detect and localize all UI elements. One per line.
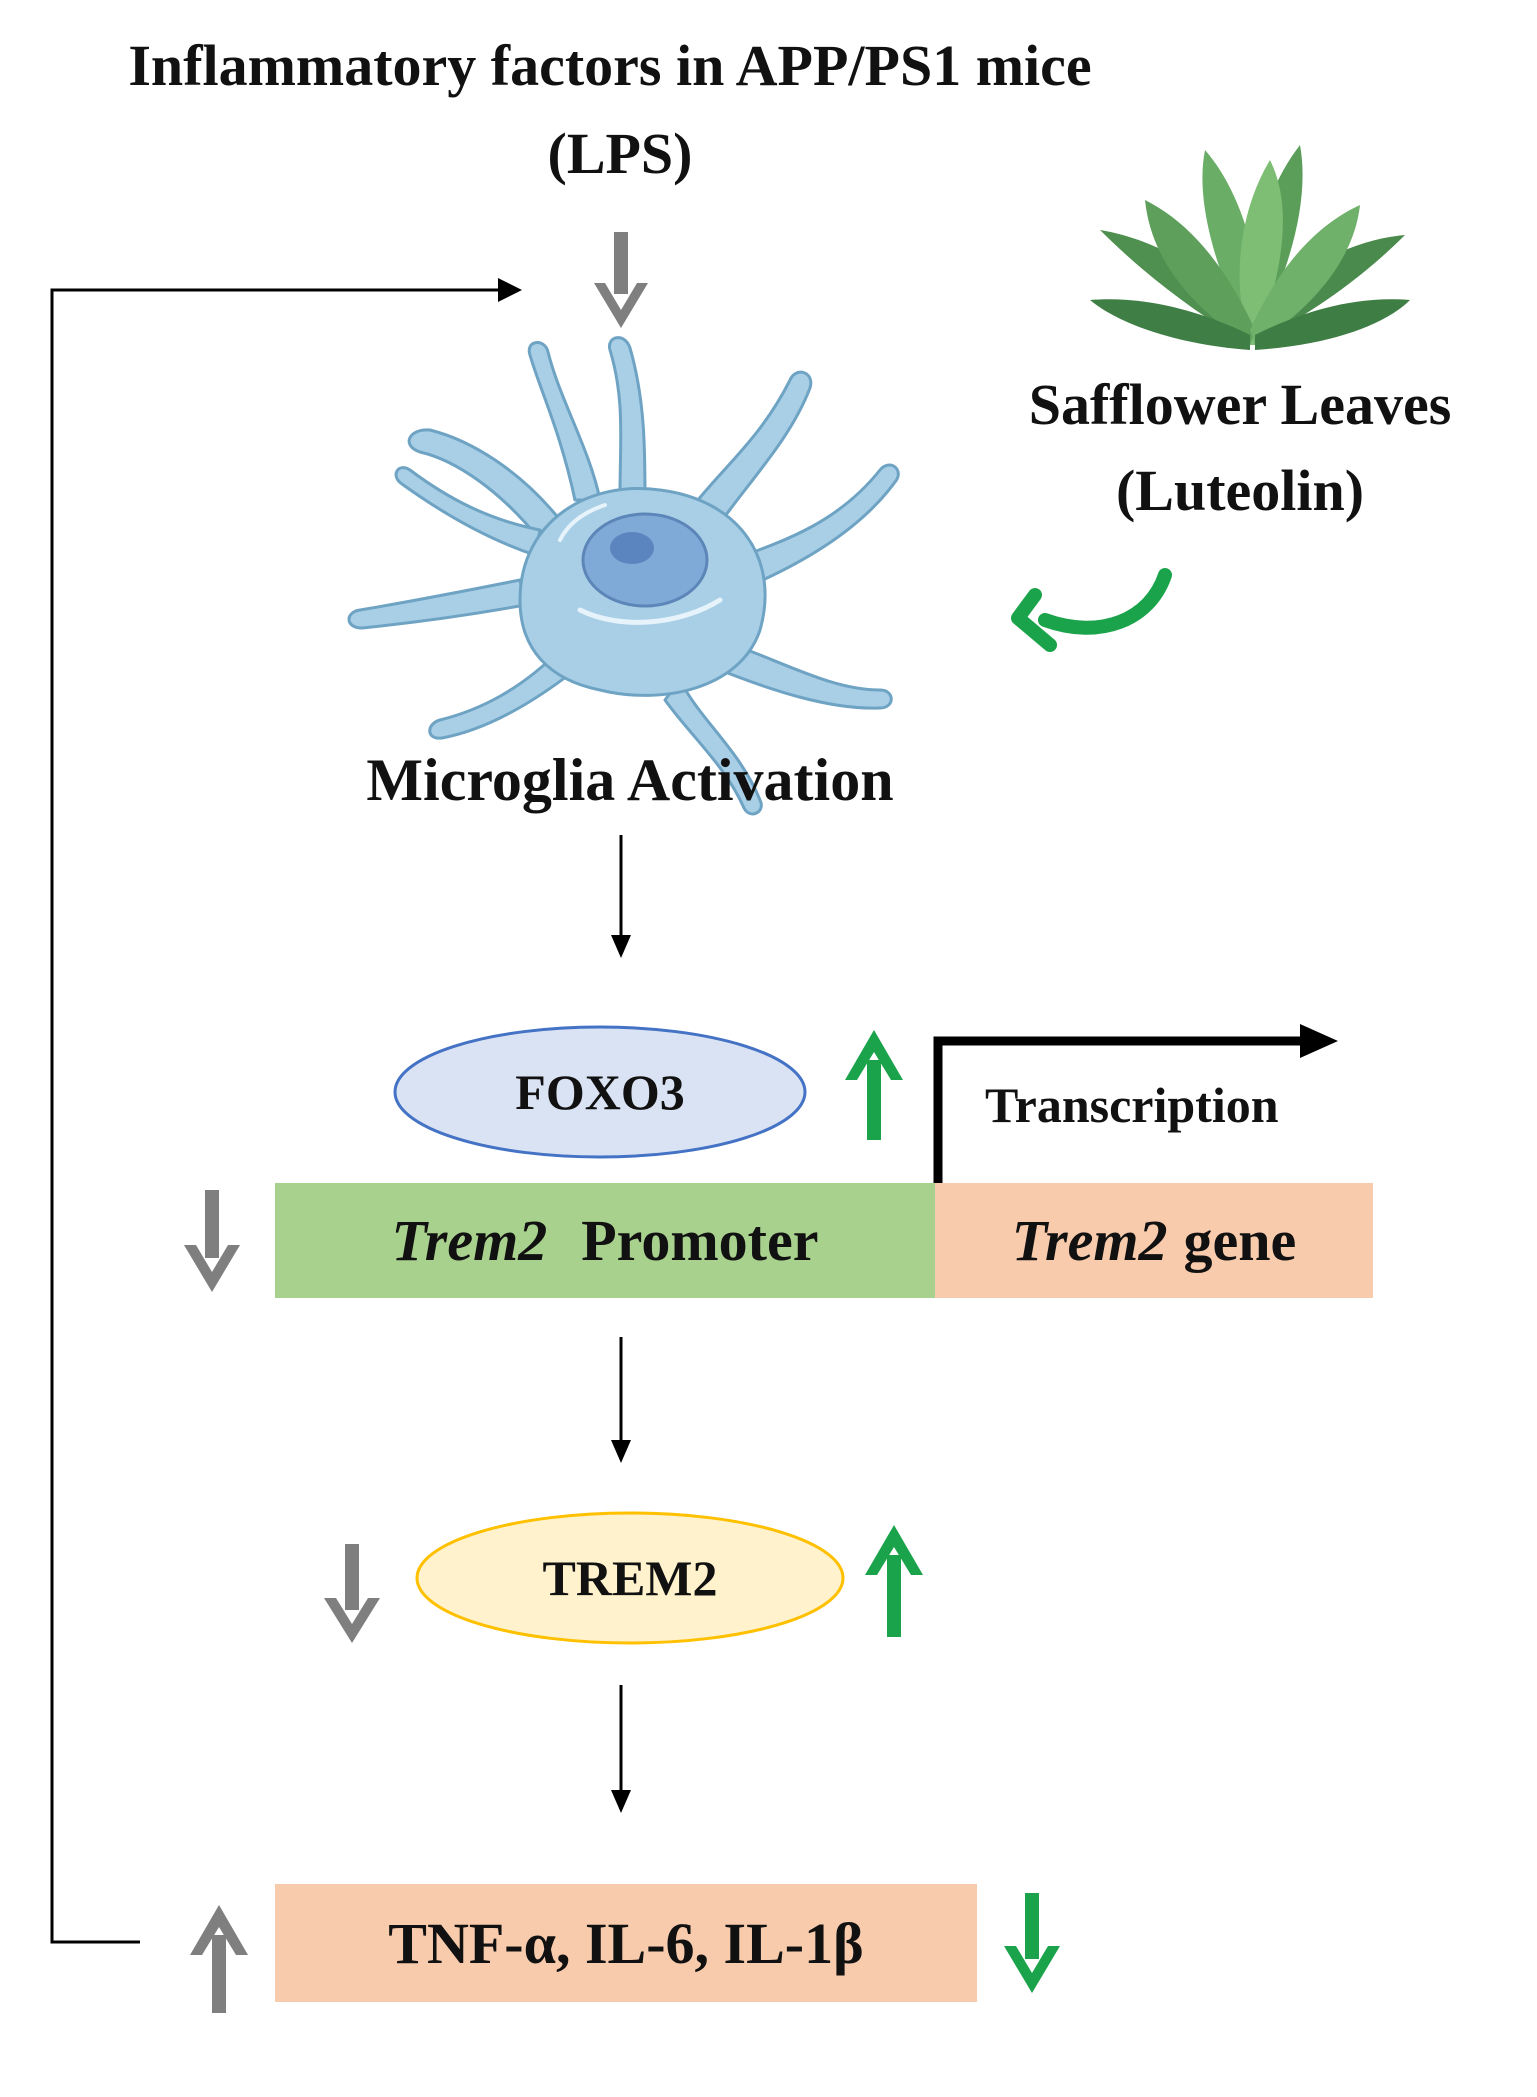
foxo3-up-arrow: [845, 1030, 903, 1140]
arrow-microglia-to-foxo3: [611, 835, 631, 958]
diagram-subtitle: (LPS): [547, 121, 693, 186]
lps-down-arrow: [594, 232, 648, 328]
microglia-activation-label: Microglia Activation: [366, 747, 894, 813]
trem2-up-arrow: [865, 1525, 923, 1637]
trem2-gene-box: Trem2 gene: [935, 1183, 1373, 1298]
cytokines-up-arrow: [190, 1905, 248, 2013]
gene-name: Trem2: [1011, 1208, 1168, 1273]
arrow-promoter-to-trem2: [611, 1337, 631, 1463]
microglia-cell-icon: [347, 336, 900, 816]
cytokines-down-arrow: [1004, 1893, 1060, 1993]
herb-name-label: Safflower Leaves: [1028, 372, 1452, 437]
safflower-leaves-icon: [1090, 145, 1410, 350]
luteolin-inhibition-arrow: [1011, 568, 1172, 652]
gene-suffix: gene: [1183, 1208, 1297, 1273]
promoter-down-arrow: [184, 1190, 240, 1292]
promoter-suffix: Promoter: [581, 1208, 819, 1273]
trem2-ellipse: [415, 1511, 845, 1645]
diagram-title: Inflammatory factors in APP/PS1 mice: [128, 33, 1092, 98]
trem2-down-arrow: [324, 1544, 380, 1643]
feedback-loop-arrow: [50, 278, 522, 1944]
foxo3-label: FOXO3: [515, 1064, 685, 1120]
transcription-label: Transcription: [985, 1077, 1279, 1133]
cytokines-label: TNF-α, IL-6, IL-1β: [388, 1910, 864, 1976]
trem2-label: TREM2: [542, 1550, 718, 1606]
arrow-trem2-to-cytokines: [611, 1685, 631, 1813]
promoter-gene-name: Trem2: [391, 1208, 548, 1273]
trem2-promoter-box: Trem2 Promoter: [275, 1183, 935, 1298]
herb-compound-label: (Luteolin): [1115, 458, 1365, 523]
foxo3-ellipse: [393, 1025, 807, 1159]
transcription-arrow: [933, 1024, 1338, 1183]
cytokines-box: TNF-α, IL-6, IL-1β: [275, 1884, 977, 2002]
